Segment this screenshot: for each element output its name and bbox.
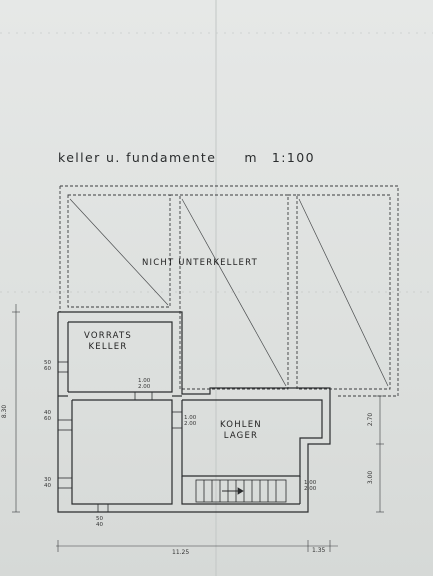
opening-left-low-top: 30 <box>44 477 51 483</box>
wall-openings <box>58 361 300 512</box>
opening-left-mid-bottom: 60 <box>44 416 51 422</box>
opening-bottom-wall: 50 40 <box>96 516 103 528</box>
opening-left-upper-bottom: 60 <box>44 366 51 372</box>
plan-title-label: keller u. fundamente <box>58 150 217 165</box>
opening-bottom-top: 50 <box>96 516 103 522</box>
opening-left-low: 30 40 <box>44 477 51 489</box>
opening-left-mid: 40 60 <box>44 410 51 422</box>
door-stair-bottom: 2.00 <box>304 486 317 492</box>
opening-left-upper-top: 50 <box>44 360 51 366</box>
door-stair: 1.00 2.00 <box>304 480 316 492</box>
door-pantry: 1.00 2.00 <box>138 378 150 390</box>
label-unbasemented: NICHT UNTERKELLERT <box>142 258 259 268</box>
opening-left-low-bottom: 40 <box>44 483 51 489</box>
dimension-lines <box>12 304 384 552</box>
staircase <box>195 479 287 503</box>
dim-bottom-width: 11.25 <box>172 549 190 556</box>
pantry-line-1: VORRATS <box>84 331 132 341</box>
label-pantry-cellar: VORRATS KELLER <box>84 331 132 353</box>
door-pantry-top: 1.00 <box>138 378 151 384</box>
foundation-outline <box>59 185 399 397</box>
door-pantry-bottom: 2.00 <box>138 384 151 390</box>
scale-ratio: 1:100 <box>271 150 315 165</box>
dim-right-lower: 3.00 <box>367 470 375 485</box>
door-stair-top: 1.00 <box>304 480 317 486</box>
unbasemented-diagonals <box>69 198 389 387</box>
opening-left-mid-top: 40 <box>44 410 51 416</box>
dim-left-height: 8.30 <box>1 404 9 419</box>
dim-bottom-right: 1.35 <box>312 547 326 554</box>
coal-line-1: KOHLEN <box>220 420 262 430</box>
plan-title: keller u. fundamente m 1:100 <box>58 150 315 165</box>
opening-left-upper: 50 60 <box>44 360 51 372</box>
coal-line-2: LAGER <box>223 431 259 441</box>
pantry-line-2: KELLER <box>88 342 128 352</box>
opening-bottom-bottom: 40 <box>96 522 103 528</box>
basement-walls <box>57 311 331 513</box>
door-coal-bottom: 2.00 <box>184 421 197 427</box>
scale-prefix: m <box>244 150 258 165</box>
door-coal-top: 1.00 <box>184 415 197 421</box>
label-coal-storage: KOHLEN LAGER <box>220 420 262 442</box>
dim-right-upper: 2.70 <box>367 412 375 427</box>
door-coal: 1.00 2.00 <box>184 415 196 427</box>
